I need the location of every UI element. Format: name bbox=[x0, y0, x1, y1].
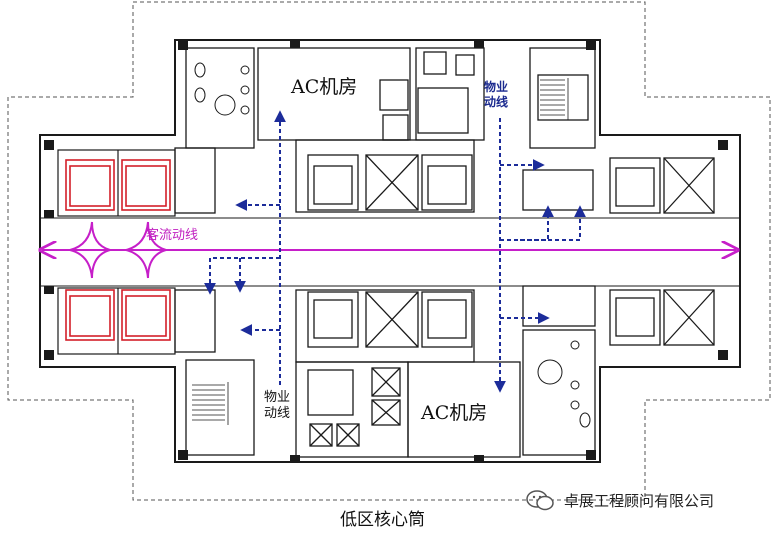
stair-top-right bbox=[540, 78, 569, 120]
right-elevators bbox=[609, 157, 715, 346]
top-elevators bbox=[307, 154, 473, 211]
ac-room-top-label: AC机房 bbox=[291, 76, 358, 98]
passenger-elevators bbox=[65, 159, 171, 341]
top-core-interior bbox=[174, 47, 596, 214]
building-outline bbox=[7, 1, 771, 501]
elevator-shaft-walls bbox=[57, 149, 176, 355]
ac-room-bottom-label: AC机房 bbox=[421, 402, 488, 424]
diagram-caption: 低区核心筒 bbox=[340, 510, 425, 530]
service-flow-lines bbox=[204, 110, 586, 393]
guest-flow-label: 客流动线 bbox=[146, 228, 199, 243]
service-path-bottom-label: 物业 动线 bbox=[264, 390, 291, 421]
wechat-icon bbox=[526, 490, 554, 511]
service-path-top-label: 物业 动线 bbox=[484, 80, 509, 109]
columns bbox=[44, 40, 728, 463]
company-name: 卓展工程顾问有限公司 bbox=[564, 492, 715, 510]
stair-bottom-left bbox=[192, 382, 229, 425]
bottom-core-interior bbox=[174, 285, 596, 458]
guest-flow-line bbox=[42, 221, 736, 279]
toilet-fixtures bbox=[194, 62, 591, 428]
core-walls bbox=[39, 39, 741, 463]
bottom-elevators bbox=[307, 291, 473, 348]
